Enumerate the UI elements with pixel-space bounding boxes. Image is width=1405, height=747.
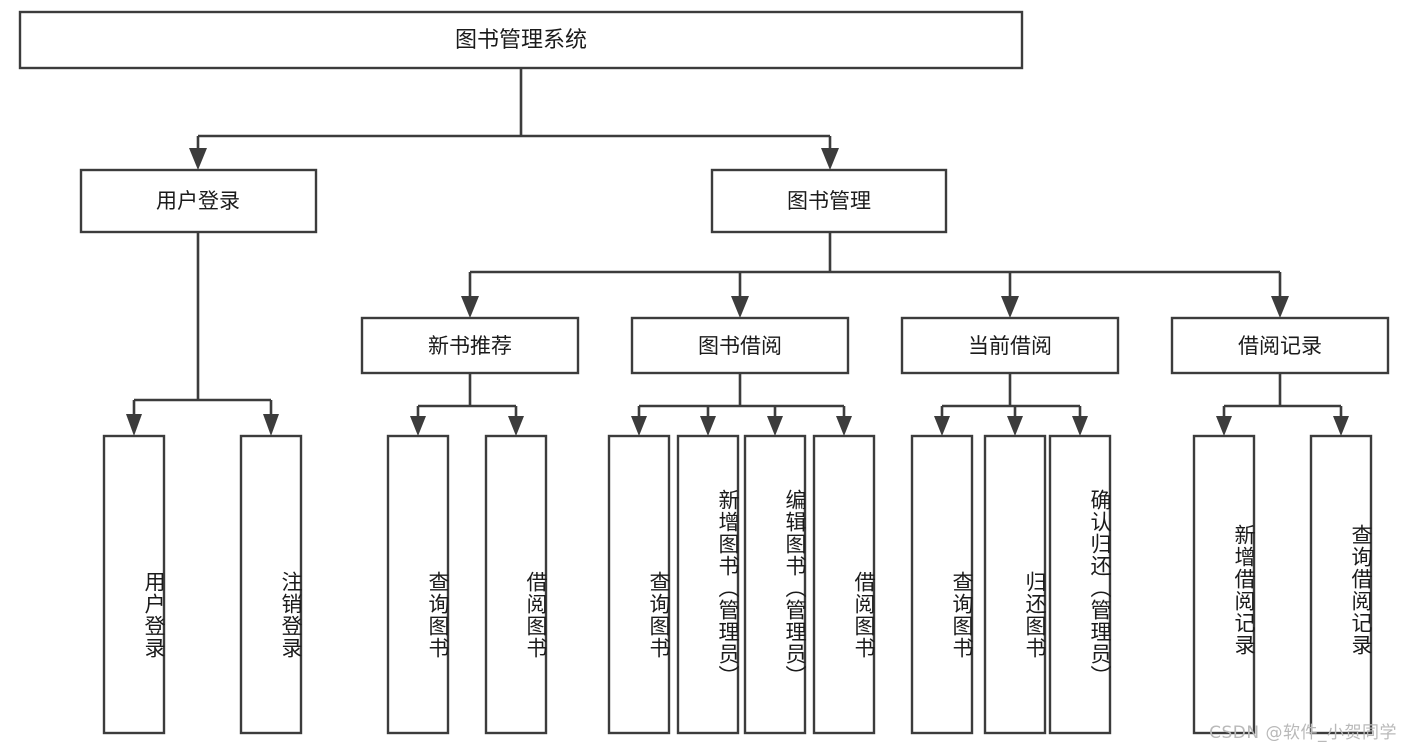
arrowhead-add-book-admin [700, 416, 716, 436]
arrowhead-new-book-recommend [461, 296, 479, 318]
arrowhead-current-borrow [1001, 296, 1019, 318]
node-edit-book-admin-box[interactable] [743, 434, 807, 735]
arrowhead-query-borrow-record [1333, 416, 1349, 436]
node-borrow-book-2-box[interactable] [812, 434, 876, 735]
arrowhead-query-book-3 [934, 416, 950, 436]
arrowhead-user-logout [263, 414, 279, 436]
node-return-book-box[interactable] [983, 434, 1047, 735]
node-confirm-return-admin-box[interactable] [1048, 434, 1112, 735]
node-query-book-1-box[interactable] [386, 434, 450, 735]
arrowhead-borrow-book-1 [508, 416, 524, 436]
node-current-borrow-label: 当前借阅 [968, 334, 1052, 358]
arrowhead-book-manage [821, 148, 839, 170]
node-new-book-recommend-label: 新书推荐 [428, 334, 512, 358]
node-new-book-recommend-box[interactable] [360, 316, 580, 375]
arrowhead-confirm-return-admin [1072, 416, 1088, 436]
node-add-borrow-record-box[interactable] [1192, 434, 1256, 735]
node-user-login-label: 用户登录 [156, 189, 240, 213]
node-root-box[interactable] [18, 10, 1024, 70]
arrowhead-add-borrow-record [1216, 416, 1232, 436]
node-user-login-do-box[interactable] [102, 434, 166, 735]
node-query-borrow-record-box[interactable] [1309, 434, 1373, 735]
node-user-login-box[interactable] [79, 168, 318, 234]
node-root-label: 图书管理系统 [455, 28, 587, 53]
node-query-book-2-box[interactable] [607, 434, 671, 735]
connectors-group [126, 68, 1349, 436]
node-borrow-record-label: 借阅记录 [1238, 334, 1322, 358]
watermark-text: CSDN @软件_小贺同学 [1209, 723, 1397, 743]
node-current-borrow-box[interactable] [900, 316, 1120, 375]
node-book-manage-box[interactable] [710, 168, 948, 234]
node-query-book-3-box[interactable] [910, 434, 974, 735]
arrowhead-book-borrow [731, 296, 749, 318]
node-book-manage-label: 图书管理 [787, 189, 871, 213]
node-add-book-admin-box[interactable] [676, 434, 740, 735]
node-user-logout-box[interactable] [239, 434, 303, 735]
arrowhead-user-login [189, 148, 207, 170]
arrowhead-borrow-record [1271, 296, 1289, 318]
arrowhead-query-book-2 [631, 416, 647, 436]
node-book-borrow-box[interactable] [630, 316, 850, 375]
node-book-borrow-label: 图书借阅 [698, 334, 782, 358]
arrowhead-return-book [1007, 416, 1023, 436]
arrowhead-edit-book-admin [767, 416, 783, 436]
arrowhead-query-book-1 [410, 416, 426, 436]
nodes-group: 图书管理系统 用户登录 图书管理 新书推荐 图书借阅 当前借阅 借阅记录 [18, 10, 1390, 735]
arrowhead-borrow-book-2 [836, 416, 852, 436]
node-borrow-book-1-box[interactable] [484, 434, 548, 735]
arrowhead-user-login-do [126, 414, 142, 436]
node-borrow-record-box[interactable] [1170, 316, 1390, 375]
